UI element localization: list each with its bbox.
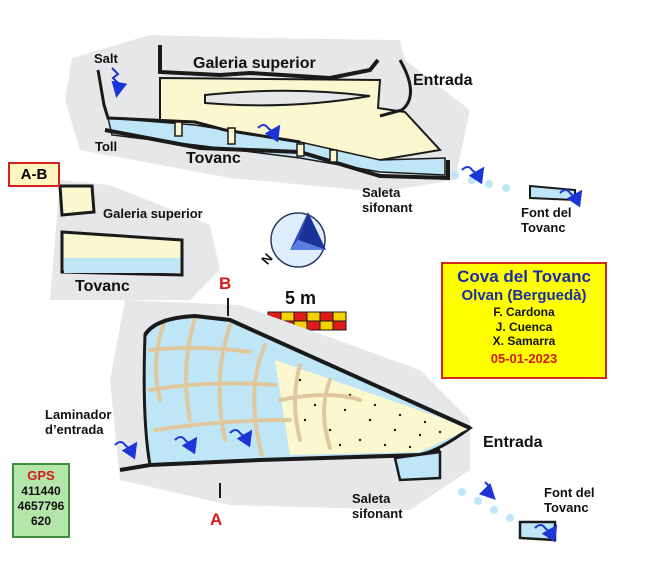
marker-b: B (219, 274, 232, 293)
lower-plan (110, 298, 558, 543)
lower-north-wall (143, 313, 471, 430)
siphon-dots-lower (458, 488, 514, 522)
rimstone-dams (148, 316, 362, 457)
label-tovanc-upper: Tovanc (186, 150, 241, 167)
gps-box: GPS 411440 4657796 620 (12, 463, 70, 538)
siphon-dots-upper (451, 171, 510, 192)
label-toll: Toll (95, 139, 118, 154)
author-2: J. Cuenca (495, 319, 553, 334)
cave-name: Cova del Tovanc (457, 267, 591, 286)
author-1: F. Cardona (493, 305, 555, 320)
sand-dots (298, 378, 442, 449)
label-saleta-upper: Saleta sifonant (362, 185, 413, 215)
label-section-tovanc: Tovanc (75, 278, 130, 295)
cross-section-ab (50, 180, 220, 300)
scale-label: 5 m (285, 288, 317, 308)
gps-label: GPS (27, 468, 55, 483)
label-font-lower: Font del Tovanc (544, 485, 595, 515)
gps-y: 4657796 (17, 499, 65, 514)
section-id-box: A-B (8, 162, 60, 187)
upper-west-wall (96, 69, 301, 144)
flow-arrows-lower (114, 429, 558, 543)
upper-plan (65, 35, 583, 208)
compass (270, 212, 326, 268)
upper-entrance-wall (379, 59, 412, 118)
cave-location: Olvan (Berguedà) (461, 287, 587, 305)
upper-pillar (204, 89, 371, 107)
lower-sand-area (275, 360, 470, 455)
label-saleta-lower: Saleta sifonant (352, 491, 403, 521)
label-entrada-lower: Entrada (483, 434, 543, 451)
marker-a: A (210, 510, 223, 529)
label-entrada-upper: Entrada (413, 72, 473, 89)
lower-saleta (393, 450, 442, 482)
label-section-galeria: Galeria superior (103, 206, 203, 221)
upper-south-wall (104, 128, 450, 181)
survey-date: 05-01-2023 (490, 350, 558, 366)
section-water (64, 258, 180, 273)
title-block: Cova del Tovanc Olvan (Berguedà) F. Card… (441, 262, 607, 379)
upper-font-pool (529, 184, 576, 202)
upper-north-wall (158, 45, 380, 81)
gps-x: 411440 (21, 484, 61, 499)
author-3: X. Samarra (492, 334, 556, 349)
label-galeria-superior: Galeria superior (193, 55, 316, 72)
label-font-upper: Font del Tovanc (521, 205, 572, 235)
flow-arrows-upper (111, 67, 583, 208)
section-upper-gallery (58, 184, 96, 217)
water-steps (174, 121, 338, 163)
gps-z: 620 (30, 514, 52, 529)
label-laminador: Laminador d’entrada (45, 407, 112, 437)
label-salt: Salt (94, 51, 118, 66)
